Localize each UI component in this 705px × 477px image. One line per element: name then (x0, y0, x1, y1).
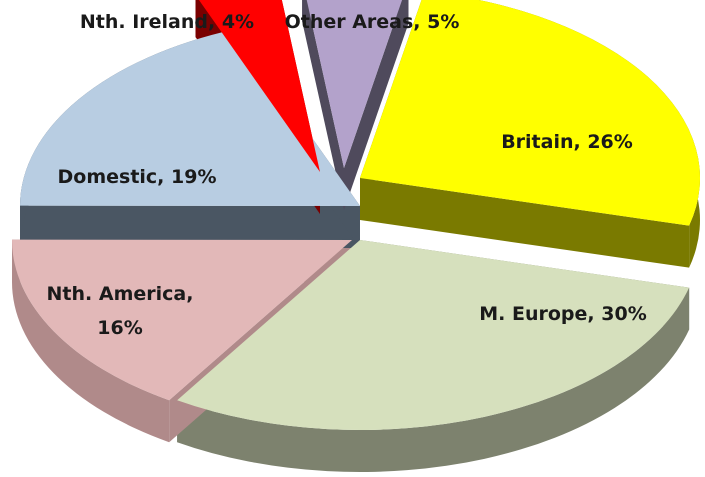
slice-label-line-nth-america-1: 16% (97, 317, 142, 339)
slice-label-domestic: Domestic, 19% (58, 166, 217, 188)
slice-label-nth-ireland: Nth. Ireland, 4% (80, 11, 254, 33)
slice-nth-america (12, 239, 353, 401)
slice-side-m-europe (177, 287, 690, 473)
slice-wall-other-areas-1 (344, 0, 409, 210)
slice-other-areas (306, 0, 403, 168)
slice-label-britain: Britain, 26% (501, 131, 633, 153)
slice-label-line-nth-ireland-0: Nth. Ireland, 4% (80, 11, 254, 33)
slice-domestic (20, 29, 360, 207)
slice-label-line-britain-0: Britain, 26% (501, 131, 633, 153)
slice-labels-layer: Britain, 26% M. Europe, 30% Nth. America, 1… (47, 11, 647, 339)
slice-label-other-areas: Other Areas, 5% (285, 11, 460, 33)
slice-wall-other-areas-0 (302, 0, 344, 210)
slice-britain (360, 0, 700, 226)
slice-wall-domestic-0 (20, 205, 360, 248)
slice-label-line-nth-america-0: Nth. America, (47, 283, 194, 305)
slice-label-nth-america: Nth. America, 16% (47, 283, 194, 339)
slice-label-line-domestic-0: Domestic, 19% (58, 166, 217, 188)
slice-label-m-europe: M. Europe, 30% (479, 303, 646, 325)
slice-tops-layer (12, 0, 700, 430)
slice-nth-ireland (198, 0, 320, 172)
slice-label-line-m-europe-0: M. Europe, 30% (479, 303, 646, 325)
slice-wall-britain-1 (360, 178, 690, 268)
slice-side-nth-america (12, 239, 170, 443)
slice-m-europe (177, 240, 690, 430)
slice-label-line-other-areas-0: Other Areas, 5% (285, 11, 460, 33)
